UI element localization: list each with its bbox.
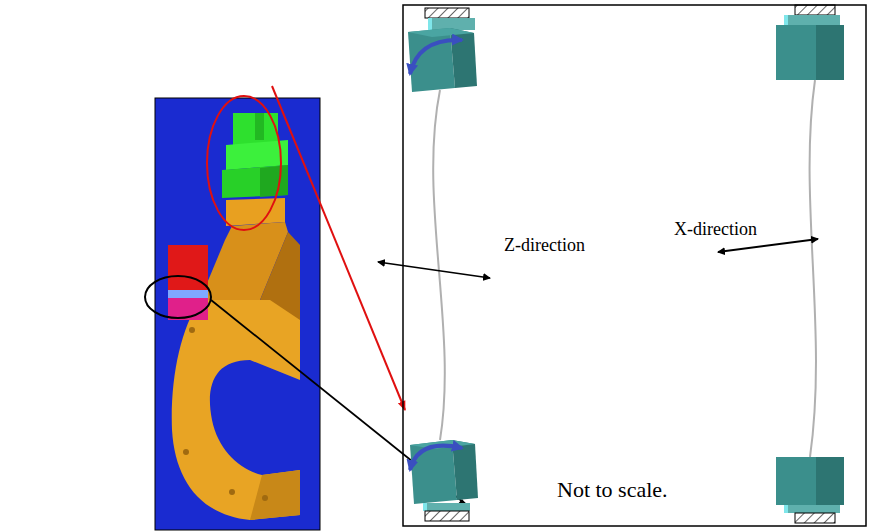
mount-block bbox=[776, 457, 844, 523]
direction-arrow bbox=[718, 239, 818, 252]
leader-arrow bbox=[272, 86, 405, 410]
frame bbox=[403, 5, 866, 526]
direction-label: Z-direction bbox=[502, 236, 587, 256]
mount-block bbox=[776, 5, 844, 80]
leader-arrow bbox=[211, 300, 468, 506]
direction-arrow bbox=[378, 262, 490, 278]
callout-ellipse bbox=[145, 276, 211, 318]
callout-ellipse bbox=[207, 96, 281, 230]
model-panel bbox=[155, 98, 320, 530]
mount-block bbox=[408, 8, 477, 92]
mount-block bbox=[410, 440, 478, 521]
scale-note: Not to scale. bbox=[555, 478, 670, 502]
direction-label: X-direction bbox=[672, 220, 759, 240]
